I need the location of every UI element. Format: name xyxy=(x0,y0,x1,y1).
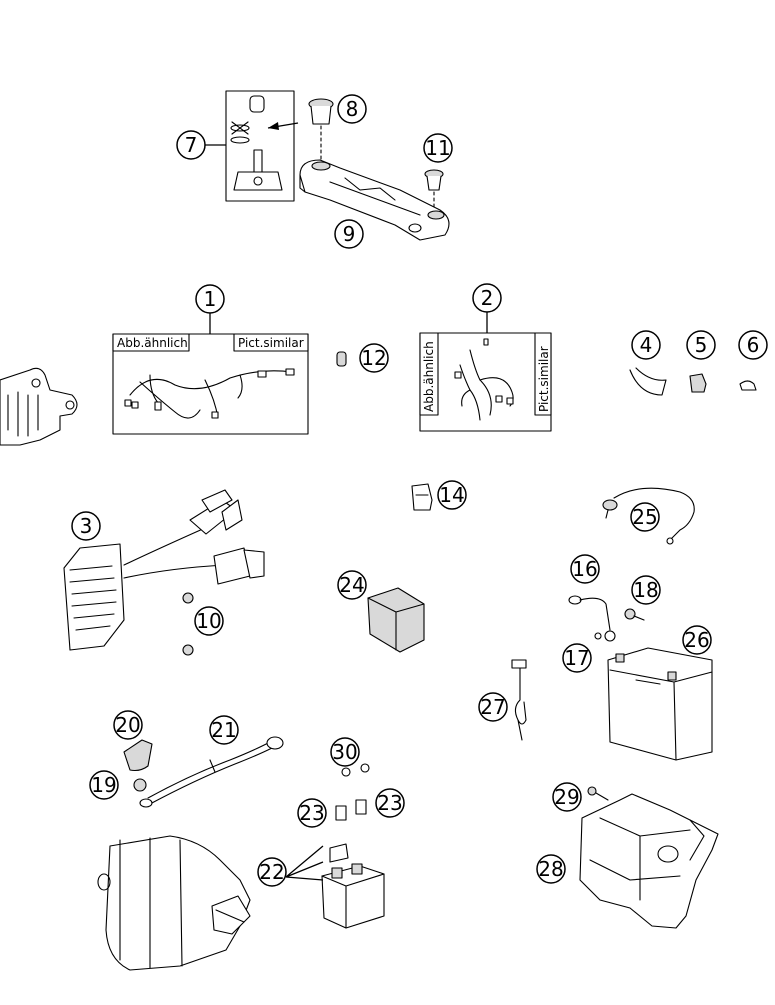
part-5-clip xyxy=(689,373,707,393)
box1-caption-en: Pict.similar xyxy=(238,336,304,350)
callout-18: 18 xyxy=(631,575,661,605)
svg-text:21: 21 xyxy=(211,718,236,742)
callout-2: 2 xyxy=(472,283,502,313)
callout-14: 14 xyxy=(437,480,467,510)
callout-1: 1 xyxy=(195,284,225,314)
svg-text:7: 7 xyxy=(185,133,198,157)
box2-caption-de: Abb.ähnlich xyxy=(422,341,436,412)
callout-4: 4 xyxy=(631,330,661,360)
svg-text:8: 8 xyxy=(346,97,359,121)
svg-text:20: 20 xyxy=(115,713,140,737)
svg-text:19: 19 xyxy=(91,773,116,797)
part-17-washer xyxy=(594,632,602,640)
part-bracket-left xyxy=(0,367,78,446)
callout-21: 21 xyxy=(209,715,239,745)
part-24-relay xyxy=(367,587,425,653)
svg-text:14: 14 xyxy=(439,483,464,507)
svg-text:23: 23 xyxy=(299,801,324,825)
part-21-cable xyxy=(139,736,284,808)
svg-text:24: 24 xyxy=(339,573,364,597)
svg-text:22: 22 xyxy=(259,860,284,884)
part-starter-motor xyxy=(97,835,251,971)
part-6-clip xyxy=(739,380,757,391)
callout-25: 25 xyxy=(630,502,660,532)
svg-text:28: 28 xyxy=(538,857,563,881)
part-12-bulb xyxy=(336,351,347,367)
callout-30: 30 xyxy=(330,737,360,767)
part-7-detail xyxy=(225,90,299,202)
part-16-ground-cable xyxy=(568,595,616,642)
callout-17: 17 xyxy=(562,643,592,673)
callout-27: 27 xyxy=(478,692,508,722)
box2-caption-en: Pict.similar xyxy=(537,346,551,412)
leader-lines xyxy=(205,144,488,881)
svg-text:10: 10 xyxy=(196,609,221,633)
callout-29: 29 xyxy=(552,782,582,812)
callout-11: 11 xyxy=(423,133,453,163)
callout-6: 6 xyxy=(738,330,768,360)
svg-text:9: 9 xyxy=(343,222,356,246)
part-8-grommet xyxy=(308,98,334,161)
callout-23-left: 23 xyxy=(297,798,327,828)
svg-text:6: 6 xyxy=(747,333,760,357)
part-2-harness-box xyxy=(419,332,552,432)
callout-20: 20 xyxy=(113,710,143,740)
callout-28: 28 xyxy=(536,854,566,884)
callout-24: 24 xyxy=(337,570,367,600)
part-14-connector xyxy=(411,483,433,511)
callout-19: 19 xyxy=(89,770,119,800)
part-23-fuses xyxy=(335,799,367,821)
svg-text:27: 27 xyxy=(480,695,505,719)
svg-text:26: 26 xyxy=(684,628,709,652)
svg-text:30: 30 xyxy=(332,740,357,764)
part-19-nut xyxy=(133,778,147,792)
svg-text:12: 12 xyxy=(361,346,386,370)
svg-text:11: 11 xyxy=(425,136,450,160)
callout-7: 7 xyxy=(176,130,206,160)
callout-5: 5 xyxy=(686,330,716,360)
svg-text:29: 29 xyxy=(554,785,579,809)
part-9-bracket xyxy=(299,159,450,241)
part-22-relay xyxy=(321,843,385,929)
part-20-cap xyxy=(123,739,153,772)
part-25-cable xyxy=(602,487,695,545)
part-28-battery-holder xyxy=(579,793,719,929)
svg-text:23: 23 xyxy=(377,791,402,815)
part-4-cable-tie xyxy=(629,367,667,396)
callout-9: 9 xyxy=(334,219,364,249)
part-3-regulator xyxy=(63,489,265,651)
svg-text:16: 16 xyxy=(572,557,597,581)
svg-text:4: 4 xyxy=(640,333,653,357)
part-10-screws xyxy=(182,592,194,656)
callout-8: 8 xyxy=(337,94,367,124)
part-29-screw xyxy=(587,786,609,801)
svg-text:1: 1 xyxy=(204,287,217,311)
callout-12: 12 xyxy=(359,343,389,373)
part-11-grommet xyxy=(424,169,444,211)
callout-10: 10 xyxy=(194,606,224,636)
part-30-screws xyxy=(341,763,370,777)
box1-caption-de: Abb.ähnlich xyxy=(117,336,188,350)
callout-3: 3 xyxy=(71,511,101,541)
callout-26: 26 xyxy=(682,625,712,655)
svg-text:2: 2 xyxy=(481,286,494,310)
svg-text:3: 3 xyxy=(80,514,93,538)
part-1-harness-box xyxy=(112,333,309,435)
callout-22: 22 xyxy=(257,857,287,887)
part-26-battery xyxy=(607,647,713,761)
callout-23-right: 23 xyxy=(375,788,405,818)
svg-text:25: 25 xyxy=(632,505,657,529)
svg-text:5: 5 xyxy=(695,333,708,357)
part-18-screw xyxy=(624,608,645,621)
svg-text:18: 18 xyxy=(633,578,658,602)
svg-text:17: 17 xyxy=(564,646,589,670)
part-27-probe xyxy=(511,659,527,741)
callout-16: 16 xyxy=(570,554,600,584)
